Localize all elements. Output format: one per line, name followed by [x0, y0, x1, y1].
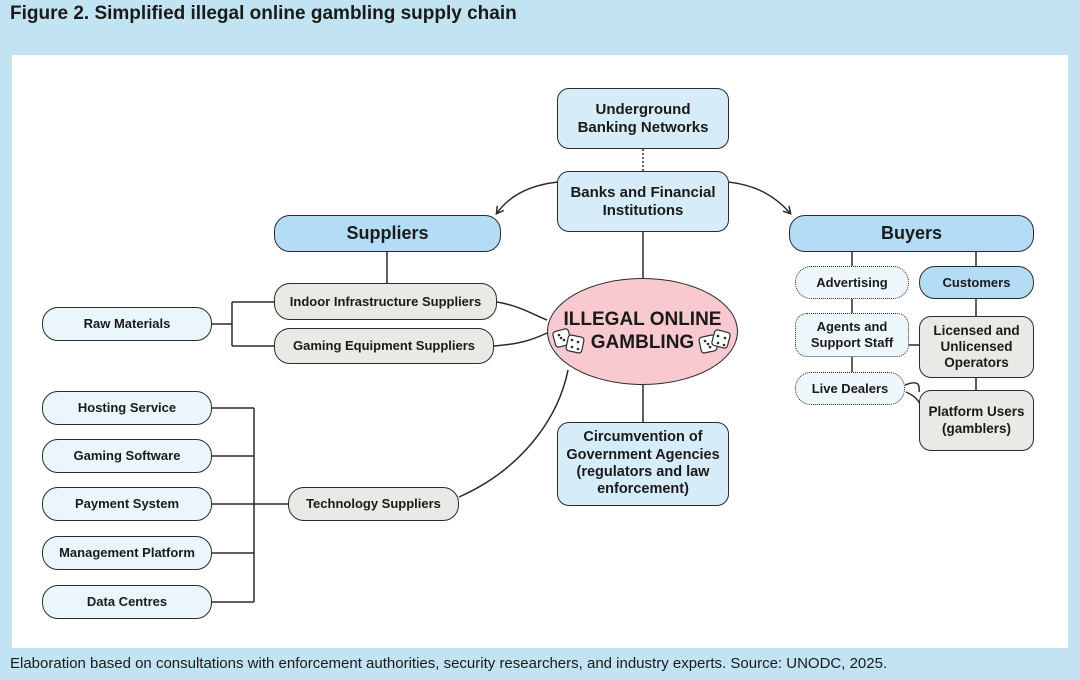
- buyers-header: Buyers: [789, 215, 1034, 252]
- center-line-2: GAMBLING: [590, 331, 695, 353]
- dice-icon: [552, 328, 585, 354]
- live-dealers-node: Live Dealers: [795, 372, 905, 405]
- indoor-infrastructure-node: Indoor Infrastructure Suppliers: [274, 283, 497, 320]
- underground-banking-node: Underground Banking Networks: [557, 88, 729, 149]
- customers-node: Customers: [919, 266, 1034, 299]
- gaming-software-node: Gaming Software: [42, 439, 212, 473]
- management-platform-node: Management Platform: [42, 536, 212, 570]
- operators-node: Licensed and Unlicensed Operators: [919, 316, 1034, 378]
- connector-indoor-center: [496, 301, 548, 321]
- connector-gaming-center: [493, 332, 548, 347]
- hosting-service-node: Hosting Service: [42, 391, 212, 425]
- dice-icon: [698, 329, 731, 354]
- agents-support-staff-node: Agents and Support Staff: [795, 313, 909, 357]
- payment-system-node: Payment System: [42, 487, 212, 521]
- arrow-to-suppliers: [495, 181, 559, 216]
- suppliers-header: Suppliers: [274, 215, 501, 252]
- connector-dealers-users: [904, 382, 921, 405]
- figure-footer: Elaboration based on consultations with …: [10, 655, 888, 672]
- connector-tech-items: [212, 407, 288, 603]
- figure-title: Figure 2. Simplified illegal online gamb…: [10, 3, 517, 24]
- raw-materials-node: Raw Materials: [42, 307, 212, 341]
- advertising-node: Advertising: [795, 266, 909, 299]
- banks-node: Banks and Financial Institutions: [557, 171, 729, 232]
- connector-raw-materials: [212, 301, 274, 347]
- arrow-to-buyers: [727, 181, 792, 215]
- center-line-1: ILLEGAL ONLINE: [563, 308, 722, 330]
- illegal-online-gambling-node: ILLEGAL ONLINE GAMBLING: [547, 278, 738, 385]
- data-centres-node: Data Centres: [42, 585, 212, 619]
- platform-users-node: Platform Users (gamblers): [919, 390, 1034, 451]
- government-agencies-node: Circumvention of Government Agencies (re…: [557, 422, 729, 506]
- connector-technology-center: [458, 369, 569, 498]
- technology-suppliers-node: Technology Suppliers: [288, 487, 459, 521]
- gaming-equipment-node: Gaming Equipment Suppliers: [274, 328, 494, 364]
